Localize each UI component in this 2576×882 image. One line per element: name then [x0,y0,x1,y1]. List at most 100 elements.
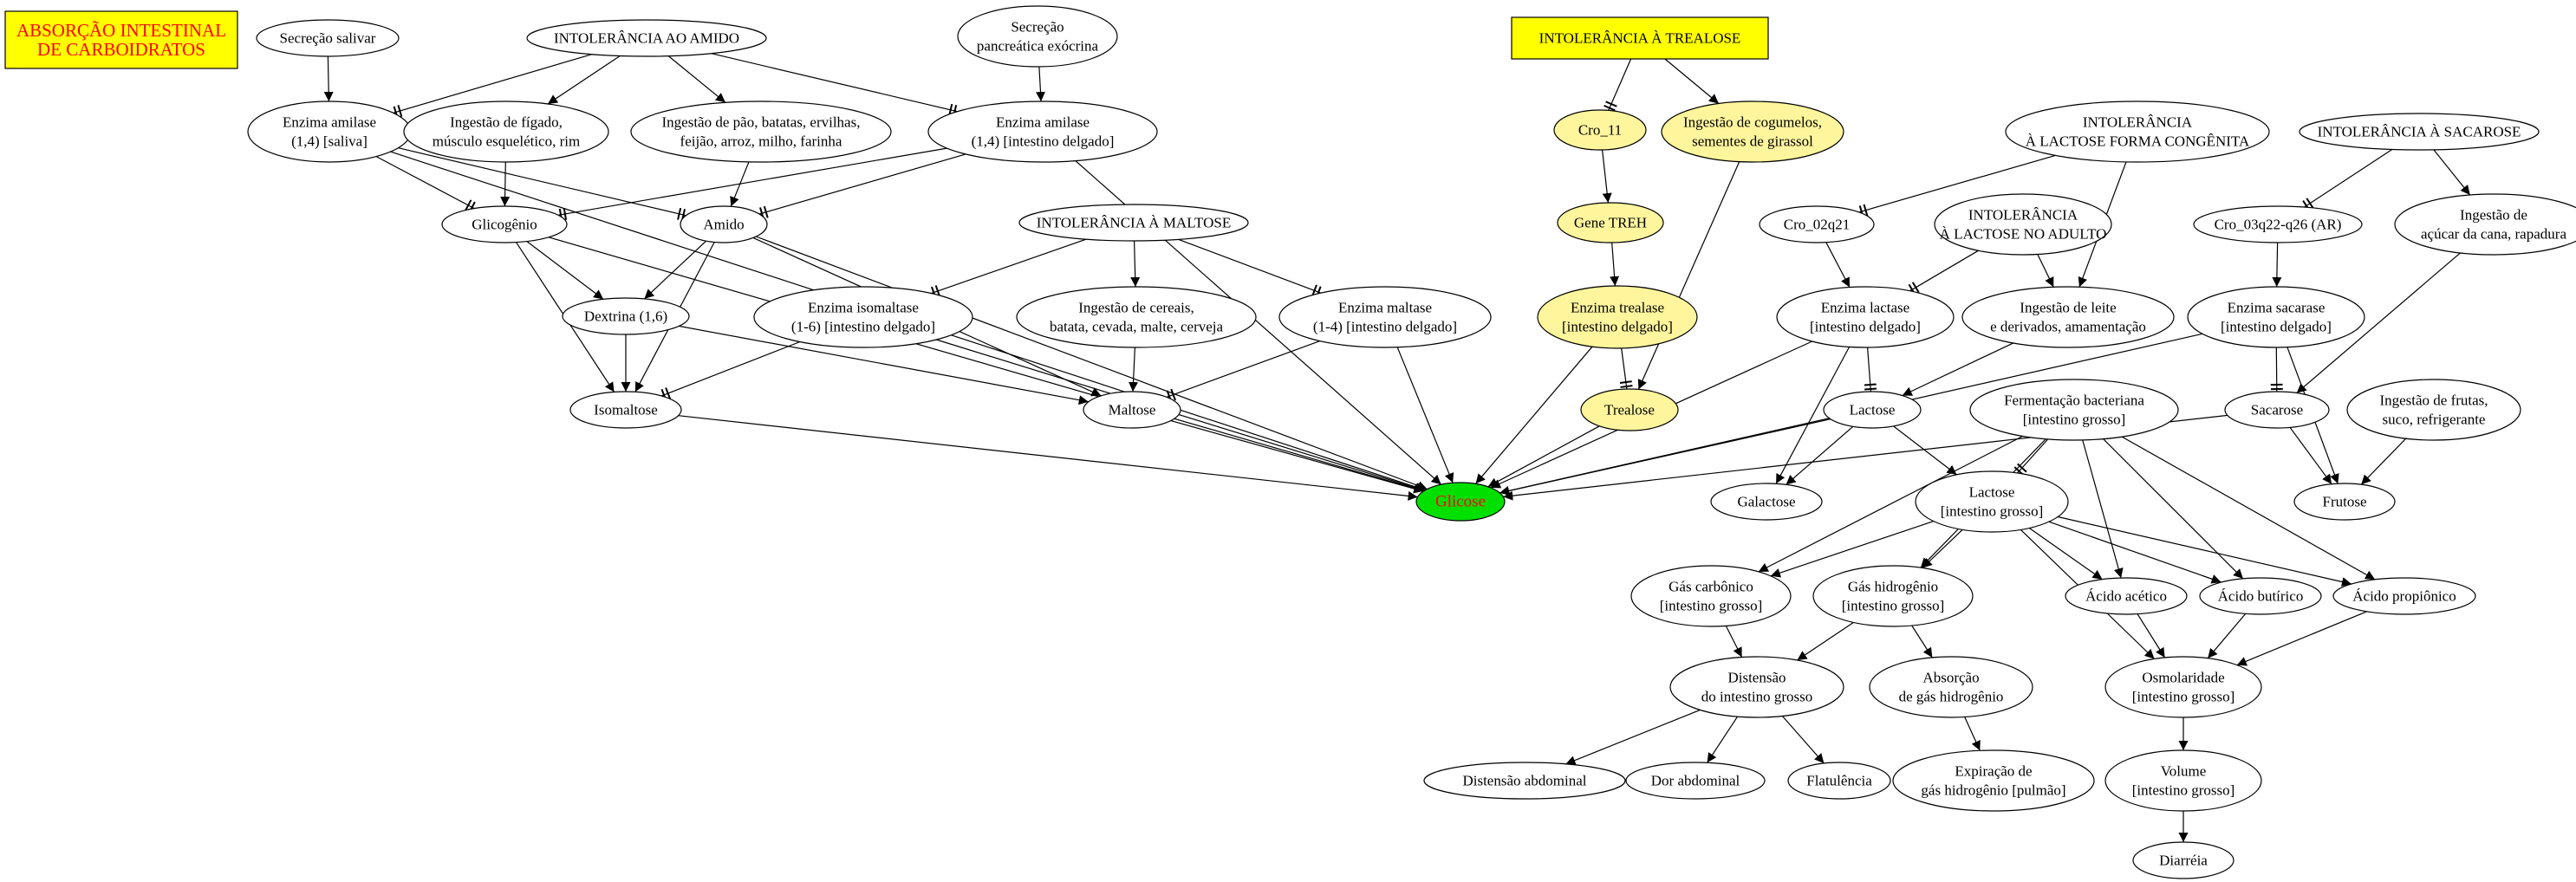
node-label-line: [intestino grosso] [1842,598,1945,614]
edge-secrecao_panc-to-amilase_int [1036,66,1045,102]
node-ellipse [1016,286,1257,348]
edge-sacarase-to-sacarose [2270,347,2283,392]
node-cro03q22: Cro_03q22-q26 (AR) [2193,205,2363,243]
node-ellipse [247,101,412,163]
node-ellipse [1661,101,1844,163]
node-label-line: Lactose [1850,402,1896,418]
node-label-line: [intestino delgado] [1562,319,1673,335]
node-label-line: INTOLERÂNCIA AO AMIDO [554,30,739,47]
node-sacarase: Enzima sacarase[intestino delgado] [2187,286,2365,348]
node-label-line: Enzima maltase [1338,300,1432,316]
node-label-line: À LACTOSE NO ADULTO [1940,226,2107,243]
edge-trealase-to-glicose [1475,346,1593,484]
edge-lactose-to-galactose [1786,425,1854,485]
edge-ingest_figado-to-glicogenio [500,161,511,207]
node-label-line: Gás hidrogênio [1848,579,1938,595]
edge-gas_hid-to-absorcao_h [1911,625,1933,658]
edge-dextrina-to-maltose [679,325,1089,405]
node-label-line: sementes de girassol [1692,133,1813,150]
edge-gas_hid-to-distensao_ig [1797,621,1854,661]
node-ingest_cogumelos: Ingestão de cogumelos,sementes de girass… [1661,101,1844,163]
node-ellipse [1018,204,1249,242]
node-ellipse [1083,391,1181,429]
node-ingest_pao: Ingestão de pão, batatas, ervilhas,feijã… [630,101,892,163]
edge-lactose_ig-to-gas_hid [1922,529,1963,568]
node-ellipse [2104,656,2262,718]
node-label-line: Amido [703,217,744,233]
node-galactose: Galactose [1710,483,1823,521]
node-intol_maltose: INTOLERÂNCIA À MALTOSE [1018,204,1249,242]
node-amilase_saliva: Enzima amilase(1,4) [saliva] [247,101,412,163]
node-ellipse [680,205,768,243]
edge-intol_lact_adulto-to-lactase [1908,250,1979,295]
edge-fermentacao-to-ac_butirico [2103,438,2244,580]
node-ellipse [256,19,400,57]
edge-lactose_ig-to-gas_carb [1770,521,1934,578]
node-label-line: Enzima trealase [1571,300,1664,316]
node-label-line: Fermentação bacteriana [2004,392,2144,409]
edge-maltase-to-maltose [1166,340,1321,403]
node-label-line: Cro_03q22-q26 (AR) [2215,217,2342,233]
node-label-line: gás hidrogênio [pulmão] [1921,782,2065,799]
node-label-line: açúcar da cana, rapadura [2421,226,2566,243]
edge-fermentacao-to-gas_carb [1758,435,2023,573]
node-dor_abdominal: Dor abdominal [1625,762,1766,800]
node-label-line: Enzima isomaltase [808,300,919,316]
node-label-line: Secreção [1011,19,1064,36]
node-ellipse [1892,749,2095,812]
node-sacarose: Sacarose [2224,391,2330,429]
edge-lactose_ig-to-ac_propionico [2058,516,2352,587]
node-ellipse [1557,202,1664,243]
edge-intol_lact_cong-to-cro02q21 [1858,154,2056,218]
node-label-line: Trealose [1604,402,1655,418]
node-label-line: [intestino grosso] [1941,503,2044,520]
edge-intol_sacarose-to-cro03q22 [2302,148,2393,211]
node-label-line: Ingestão de [2460,207,2527,224]
edge-trealose-to-glicose [1487,425,1600,488]
node-ellipse [1423,762,1626,800]
node-label-line: Volume [2161,763,2207,780]
edge-sacarose-to-frutose [2289,426,2332,485]
edge-intol_amido-to-amilase_int [711,53,958,118]
node-ellipse [1278,286,1492,348]
node-label-line: [intestino grosso] [2132,689,2235,705]
node-label-line: (1,4) [saliva] [291,133,368,150]
node-label-line: Secreção salivar [280,30,376,47]
edge-amido-to-dextrina [643,240,707,300]
node-ellipse [2187,286,2365,348]
node-label-line: Ingestão de leite [2020,300,2116,316]
node-ellipse [526,19,767,57]
edge-distensao_ig-to-flatulencia [1781,716,1825,764]
node-ellipse [2199,577,2322,615]
edge-ac_propionico-to-osmolaridade [2236,611,2367,666]
node-maltase: Enzima maltase(1-4) [intestino delgado] [1278,286,1492,348]
edge-fermentacao-to-ac_propionico [2121,436,2376,580]
edge-fermentacao-to-ac_acetico [2082,439,2124,579]
node-label-line: Gás carbônico [1669,579,1753,595]
node-lactose_ig: Lactose[intestino grosso] [1915,470,2069,533]
node-trealase: Enzima trealase [intestino delgado] [1537,285,1698,349]
edge-trealase-to-trealose [1619,347,1633,390]
node-label-line: Osmolaridade [2142,670,2224,686]
edge-absorcao_h-to-expiracao [1964,717,1981,751]
edge-intol_amido-to-amilase_saliva [393,54,592,119]
edge-ingest_cogumelos-to-trealose [1637,161,1740,390]
node-frutose: Frutose [2293,483,2396,521]
node-ellipse [1625,762,1766,800]
node-label-line: Ingestão de cereais, [1078,300,1194,316]
edge-amido-to-glicose [755,236,1428,490]
edge-ingest_frutas-to-frutose [2360,438,2407,485]
node-dextrina: Dextrina (1,6) [562,297,690,335]
node-label-line: Diarréia [2159,853,2208,869]
node-ellipse [1812,565,1974,627]
node-label-line: de gás hidrogênio [1899,689,2004,705]
node-amido: Amido [680,205,768,243]
node-label-line: Maltose [1109,402,1156,418]
edge-lactase-to-galactose [1775,347,1851,484]
node-label-line: [intestino delgado] [2221,319,2332,335]
edge-cro03q22-to-sacarase [2272,242,2282,288]
